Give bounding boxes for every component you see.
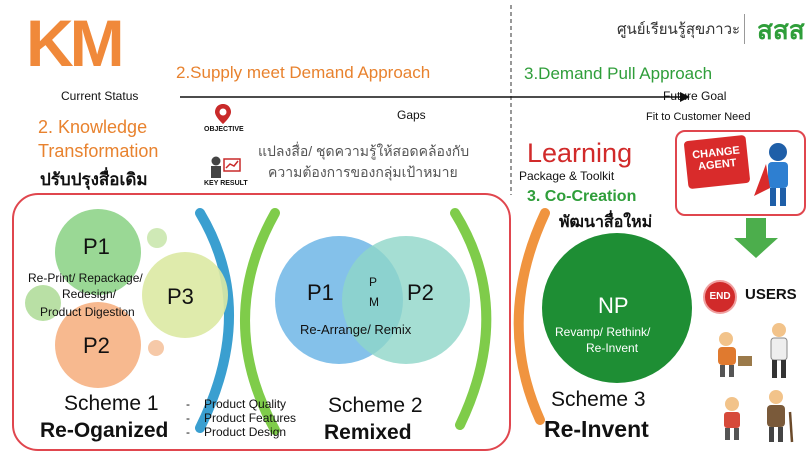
change-agent-sign: CHANGE AGENT [683, 134, 751, 190]
learning-title: Learning [527, 138, 633, 168]
scheme1-p3-circle [142, 252, 228, 338]
approach2-heading: 2.Supply meet Demand Approach [176, 63, 431, 82]
thai-desc-line2: ความต้องการของกลุ่มเป้าหมาย [268, 164, 458, 180]
user-figure-1-icon [710, 330, 756, 378]
scheme1-p3-label: P3 [167, 284, 194, 309]
scheme3-desc-line2: Re-Invent [586, 341, 639, 355]
scheme1-p1-label: P1 [83, 234, 110, 259]
knowledge-thai-label: ปรับปรุงสื่อเดิม [40, 170, 148, 189]
product-list: -Product Quality -Product Features -Prod… [186, 397, 296, 439]
cocreation-thai-label: พัฒนาสื่อใหม่ [559, 214, 653, 231]
scheme1-desc-line1: Re-Print/ Repackage/ [28, 271, 143, 285]
scheme1-p2-circle [55, 302, 141, 388]
scheme2-subtitle: Remixed [324, 421, 412, 444]
product-list-item: -Product Design [186, 425, 287, 439]
current-status-label: Current Status [61, 89, 139, 103]
scheme3-arc [513, 208, 550, 425]
km-logo: KM [26, 6, 125, 80]
scheme1-subtitle: Re-Oganized [40, 419, 169, 442]
fit-to-customer-label: Fit to Customer Need [646, 111, 751, 123]
scheme2-title: Scheme 2 [328, 394, 423, 417]
status-arrow-head [680, 92, 690, 102]
thai-desc-line1: แปลงสื่อ/ ชุดความรู้ให้สอดคล้องกับ [258, 143, 470, 159]
key-result-label: KEY RESULT [204, 180, 248, 187]
scheme1-desc-line2: Redesign/ [62, 287, 117, 301]
gaps-label: Gaps [397, 108, 426, 122]
knowledge-title-line2: Transformation [38, 141, 159, 161]
scheme2-p2-circle [342, 236, 470, 364]
scheme1-small-circle-top [147, 228, 167, 248]
scheme1-p2-label: P2 [83, 333, 110, 358]
scheme1-small-circle-left [25, 285, 61, 321]
end-badge-label: END [709, 291, 731, 302]
scheme2-p2-label: P2 [407, 280, 434, 305]
user-figure-2-icon [764, 322, 794, 380]
scheme3-title: Scheme 3 [551, 388, 646, 411]
scheme2-right-arc [450, 208, 492, 430]
cocreation-heading: 3. Co-Creation [527, 188, 637, 205]
knowledge-title-line1: 2. Knowledge [38, 117, 148, 137]
org-name: ศูนย์เรียนรู้สุขภาวะ [617, 21, 741, 38]
scheme3-subtitle: Re-Invent [544, 416, 649, 442]
learning-subtitle: Package & Toolkit [519, 169, 615, 183]
product-list-item: -Product Quality [186, 397, 287, 411]
scheme2-pm-m: M [369, 295, 379, 309]
end-badge-icon: END [703, 280, 737, 314]
users-label: USERS [745, 286, 797, 303]
schemes-frame [12, 193, 511, 451]
scheme2-p1-label: P1 [307, 280, 334, 305]
objective-label: OBJECTIVE [204, 126, 244, 133]
objective-pin-icon [213, 103, 233, 124]
scheme1-desc-line3: Product Digestion [40, 305, 135, 319]
scheme3-desc-line1: Revamp/ Rethink/ [555, 325, 651, 339]
product-list-item: -Product Features [186, 411, 297, 425]
org-brand-logo: สสส [757, 15, 805, 45]
future-goal-label: Future Goal [663, 89, 727, 103]
scheme1-arc [195, 208, 234, 433]
superhero-figure-icon [752, 140, 796, 210]
down-arrow-icon [734, 218, 778, 258]
scheme1-title: Scheme 1 [64, 392, 159, 415]
scheme3-np-circle [542, 233, 692, 383]
scheme2-left-arc [240, 208, 280, 435]
scheme3-np-label: NP [598, 293, 629, 318]
scheme1-small-circle-bottom [148, 340, 164, 356]
change-agent-frame [675, 130, 806, 216]
scheme1-p1-circle [55, 209, 141, 295]
scheme2-desc: Re-Arrange/ Remix [300, 322, 412, 337]
org-divider [744, 14, 745, 44]
user-figure-3-icon [715, 396, 749, 442]
scheme2-pm-p: P [369, 275, 378, 289]
key-result-person-icon [206, 155, 242, 179]
user-figure-4-icon [758, 388, 798, 444]
approach3-heading: 3.Demand Pull Approach [524, 64, 713, 83]
